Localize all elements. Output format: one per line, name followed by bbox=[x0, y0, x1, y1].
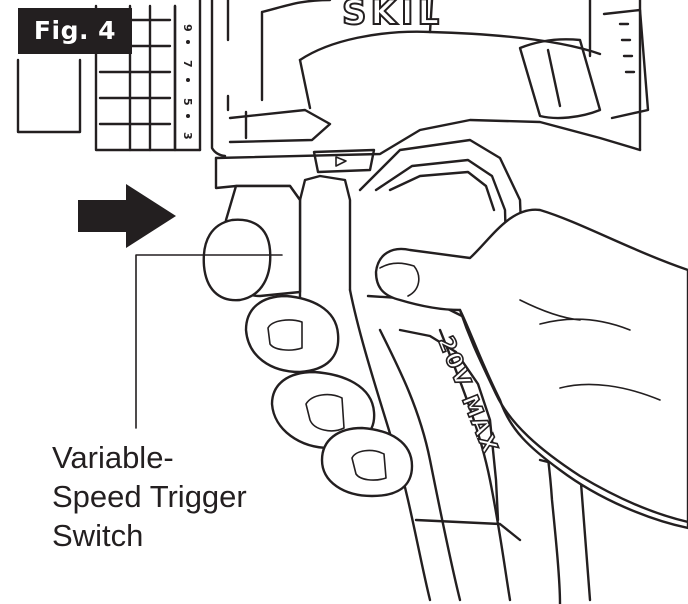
brand-logo-text: SKIL bbox=[342, 0, 443, 33]
pointer-arrow bbox=[78, 184, 176, 248]
hand bbox=[202, 208, 688, 530]
drill-motor-housing bbox=[16, 0, 650, 174]
callout-line-1: Variable- bbox=[52, 440, 174, 475]
speed-scale-3: 3 bbox=[181, 132, 194, 140]
speed-scale: 3 5 7 9 bbox=[181, 24, 194, 140]
callout-leader-line bbox=[135, 254, 283, 429]
trigger-callout-label: Variable- Speed Trigger Switch bbox=[52, 438, 292, 555]
speed-scale-5: 5 bbox=[181, 98, 194, 106]
figure-label: Fig. 4 bbox=[18, 8, 132, 54]
speed-scale-7: 7 bbox=[181, 60, 194, 68]
callout-line-2: Speed Trigger bbox=[52, 479, 247, 514]
callout-line-3: Switch bbox=[52, 518, 144, 553]
speed-scale-9: 9 bbox=[181, 24, 194, 32]
